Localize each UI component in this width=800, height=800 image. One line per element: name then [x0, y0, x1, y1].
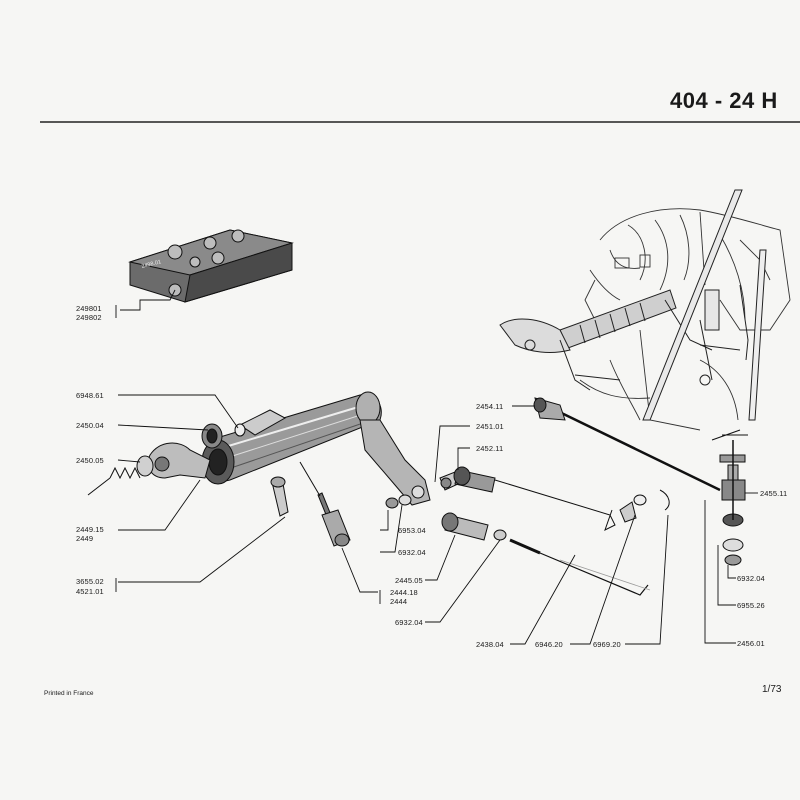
part-number-2454-11: 2454.11 — [476, 402, 504, 411]
printed-in-france: Printed in France — [44, 690, 94, 697]
shift-rod-vertical-2 — [748, 249, 767, 421]
part-number-6955-26: 6955.26 — [737, 601, 765, 610]
part-number-2449: 2449 — [76, 534, 94, 543]
box-marking: 2498.01 — [141, 259, 162, 270]
part-number-4521-01: 4521.01 — [76, 587, 104, 596]
part-number-2450-04: 2450.04 — [76, 421, 104, 430]
part-number-2438-04: 2438.04 — [476, 640, 504, 649]
part-number-6953-04: 6953.04 — [398, 526, 426, 535]
page-title: 404 - 24 H — [670, 88, 778, 113]
part-number-6932-04-c: 6932.04 — [737, 574, 765, 583]
cross-shaft-drawing — [499, 284, 749, 391]
part-number-249802: 249802 — [76, 313, 102, 322]
part-number-6932-04-a: 6932.04 — [398, 548, 426, 557]
part-number-2444-18: 2444.18 — [390, 588, 418, 597]
part-number-6948-61: 6948.61 — [76, 391, 104, 400]
shift-rod-vertical — [642, 189, 743, 421]
leader-lines — [115, 289, 758, 645]
part-number-2444: 2444 — [390, 597, 408, 606]
page-number: 1/73 — [762, 684, 782, 695]
part-box-drawing — [128, 229, 294, 303]
part-number-2445-05: 2445.05 — [395, 576, 423, 585]
part-number-2449-15: 2449.15 — [76, 525, 104, 534]
part-number-6969-20: 6969.20 — [593, 640, 621, 649]
part-number-2455-11: 2455.11 — [760, 489, 788, 498]
part-number-6932-04-b: 6932.04 — [395, 618, 423, 627]
part-number-2456-01: 2456.01 — [737, 639, 765, 648]
linkage-components-drawing — [385, 397, 748, 596]
part-number-249801: 249801 — [76, 304, 102, 313]
part-number-2451-01: 2451.01 — [476, 422, 504, 431]
part-number-2452-11: 2452.11 — [476, 444, 504, 453]
part-number-6946-20: 6946.20 — [535, 640, 563, 649]
part-number-2450-05: 2450.05 — [76, 456, 104, 465]
selector-shaft-drawing — [87, 391, 431, 547]
part-number-3655-02: 3655.02 — [76, 577, 104, 586]
